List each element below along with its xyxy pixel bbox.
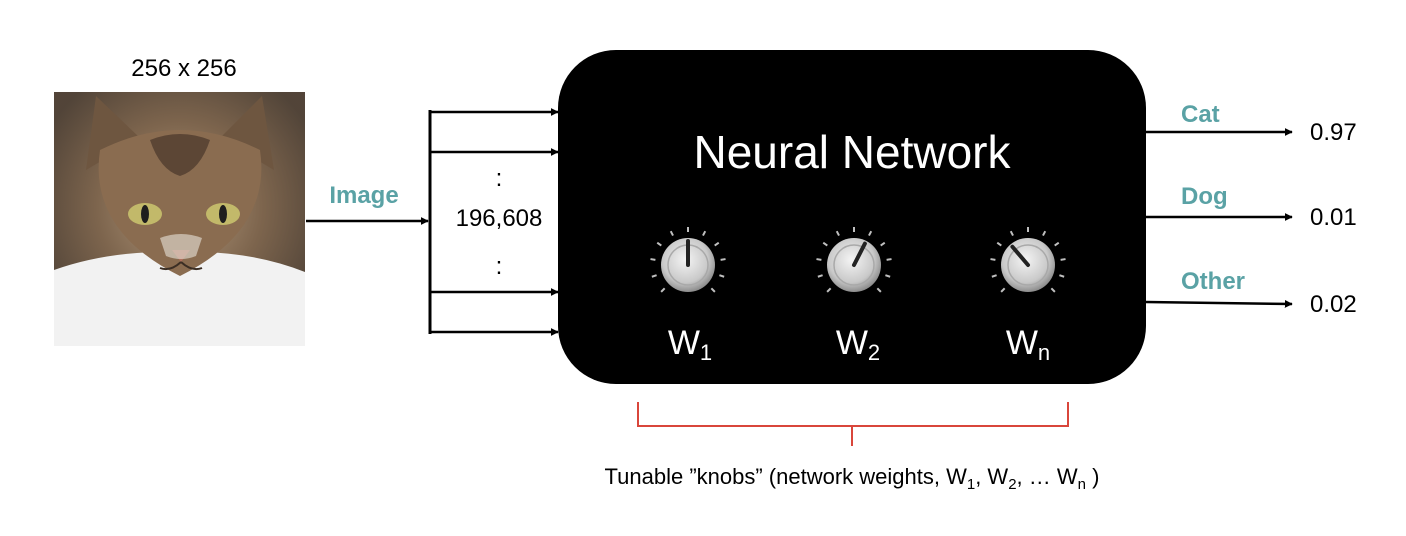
knob-tick [669,230,674,237]
knob-rim [1007,244,1049,286]
knob-tick [876,287,882,293]
knob-rim [833,244,875,286]
knob-tick [817,274,823,278]
output-label-other: Other [1181,268,1245,295]
knob-tick [1060,258,1066,261]
knob-tick [996,241,1002,247]
inputs-ellipsis-top: : [496,165,503,192]
knob-label-w2: W2 [836,324,880,365]
knob-pointer [852,241,867,267]
output-dog: Dog 0.01 [1146,183,1357,231]
output-label-cat: Cat [1181,101,1220,128]
knob-tick [719,274,725,278]
output-label-dog: Dog [1181,183,1228,210]
knob-tick [651,274,657,278]
knob-tick [650,258,656,261]
knob-tick [990,258,996,261]
knob-3 [990,227,1066,293]
weight-knobs [650,227,1066,293]
output-value-dog: 0.01 [1310,204,1357,231]
inputs-ellipsis-bottom: : [496,253,503,280]
knob-tick [1050,287,1056,293]
knob-2 [816,227,892,293]
image-size-label: 256 x 256 [131,55,236,82]
knob-tick [822,241,828,247]
output-cat: Cat 0.97 [1146,101,1357,146]
knob-tick [660,287,666,293]
knob-tick [702,230,707,237]
knob-tick [826,287,832,293]
output-value-other: 0.02 [1310,291,1357,318]
knob-tick [714,241,720,247]
knob-tick [885,274,891,278]
output-arrow-other [1145,299,1293,308]
knob-pointer [1010,244,1030,267]
knob-tick [886,258,892,261]
knob-tick [816,258,822,261]
neural-network-box [558,50,1146,384]
knob-tick [1042,230,1047,237]
image-input-label: Image [329,182,398,209]
knob-tick [868,230,873,237]
knob-tick [835,230,840,237]
network-title: Neural Network [694,126,1012,178]
knob-tick [1059,274,1065,278]
knob-tick [1000,287,1006,293]
inputs-count-label: 196,608 [456,205,543,232]
knob-tick [656,241,662,247]
knobs-brace [637,402,1069,446]
knob-tick [1054,241,1060,247]
output-value-cat: 0.97 [1310,119,1357,146]
knob-tick [880,241,886,247]
knob-tick [1009,230,1014,237]
knob-tick [710,287,716,293]
knob-tick [991,274,997,278]
cat-photo [54,92,305,346]
knob-1 [650,227,726,293]
knob-tick [720,258,726,261]
knob-label-w1: W1 [668,324,712,365]
knob-label-wn: Wn [1006,324,1050,365]
output-other: Other 0.02 [1145,268,1357,318]
knobs-caption: Tunable ”knobs” (network weights, W1, W2… [605,464,1100,493]
